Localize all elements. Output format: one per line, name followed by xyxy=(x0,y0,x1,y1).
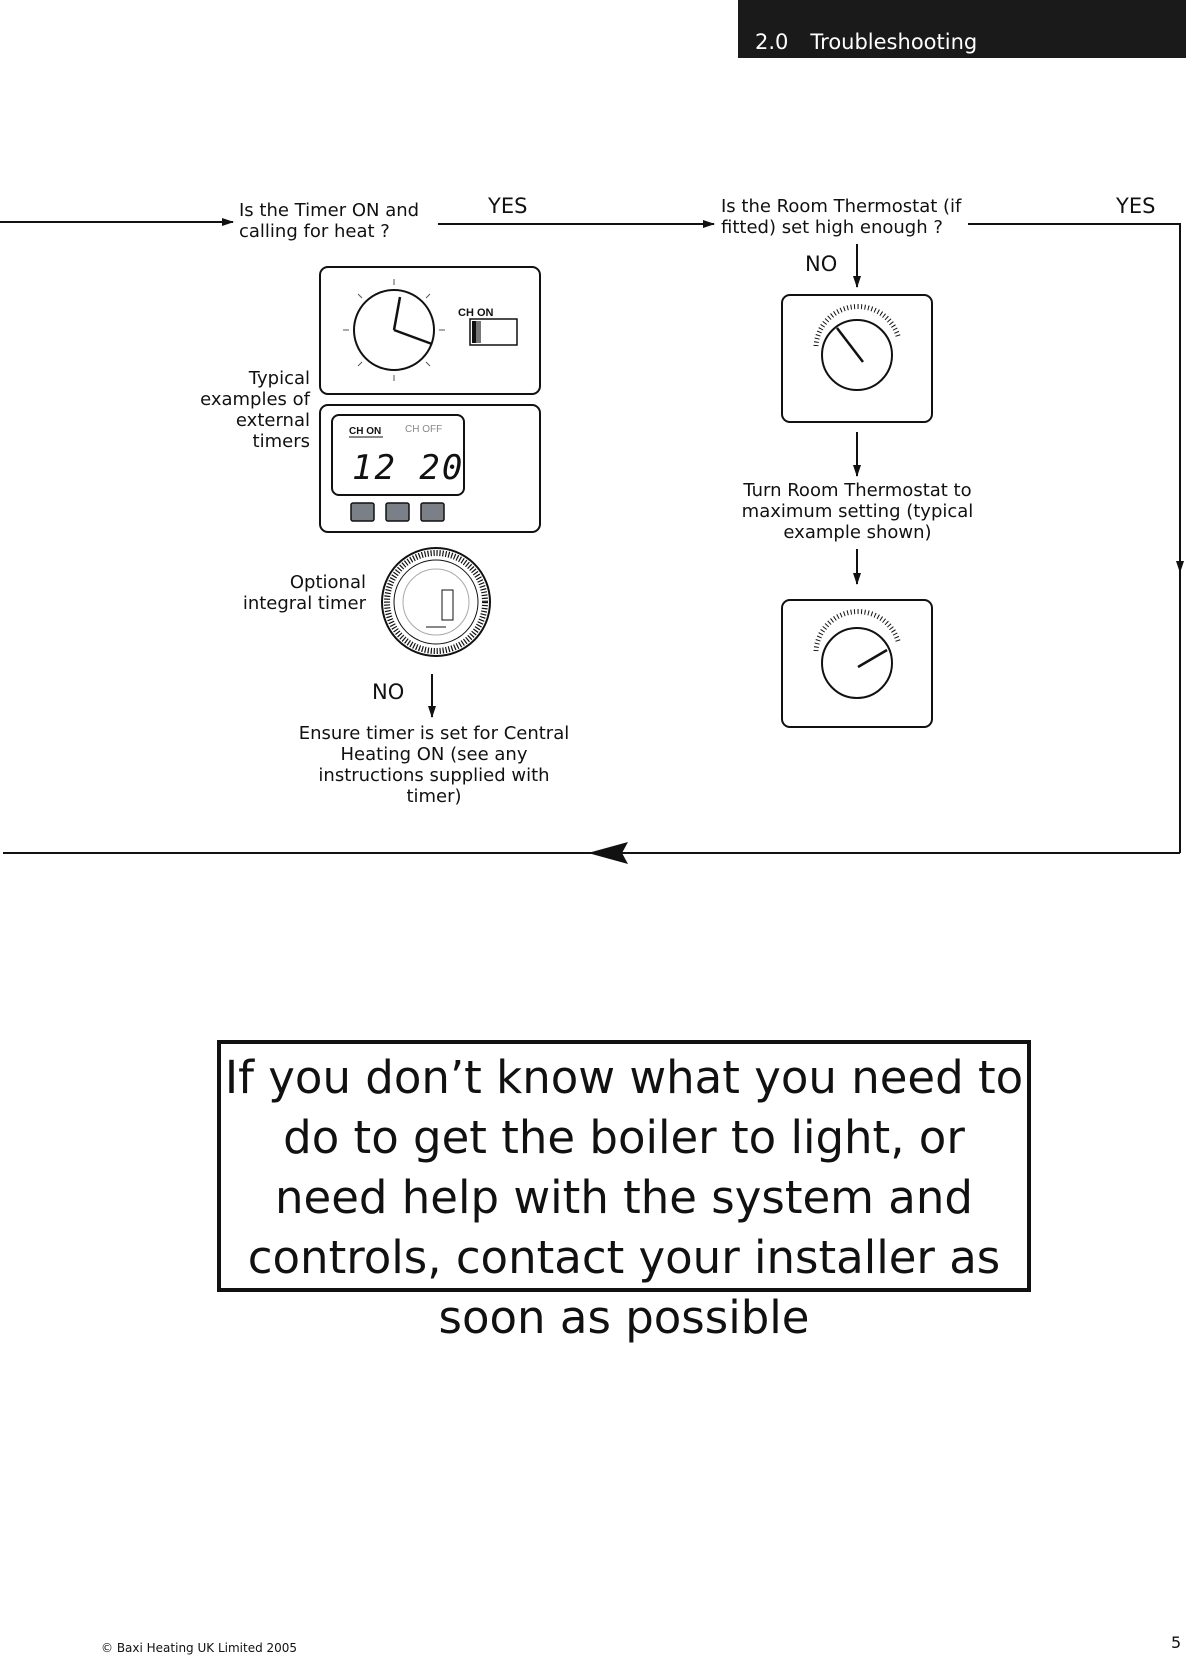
no-label-timer: NO xyxy=(372,680,405,704)
digital-timer: CH ON CH OFF 12 20 xyxy=(319,404,541,533)
section-number: 2.0 xyxy=(755,30,789,54)
integral-timer-dial xyxy=(381,547,491,657)
section-title: Troubleshooting xyxy=(810,30,978,54)
copyright: © Baxi Heating UK Limited 2005 xyxy=(101,1641,298,1655)
timer2-ch-on-label: CH ON xyxy=(349,426,381,437)
optional-timer-label: Optional integral timer xyxy=(242,572,366,614)
turn-thermostat-text: Turn Room Thermostat to maximum setting … xyxy=(741,480,974,543)
return-arrowhead xyxy=(588,842,628,864)
thermostat-question: Is the Room Thermostat (if fitted) set h… xyxy=(721,196,962,238)
timer2-display: 12 20 xyxy=(352,448,464,488)
no-label-thermostat: NO xyxy=(805,252,838,276)
yes-label-1: YES xyxy=(488,194,528,218)
notice-box: If you don’t know what you need to do to… xyxy=(217,1040,1031,1344)
thermostat-current xyxy=(781,294,933,423)
thermostat-maximum xyxy=(781,599,933,728)
timer2-ch-off-label: CH OFF xyxy=(405,424,442,435)
section-header: 2.0 Troubleshooting xyxy=(738,0,1186,58)
timer1-switch-label: CH ON xyxy=(458,307,494,319)
timer2-button-2 xyxy=(385,502,410,522)
page-number: 5 xyxy=(1171,1633,1182,1652)
yes-label-2: YES xyxy=(1116,194,1156,218)
yes-path-2 xyxy=(968,223,1181,853)
analog-timer: CH ON xyxy=(319,266,541,395)
timer2-button-1 xyxy=(350,502,375,522)
timer2-button-3 xyxy=(420,502,445,522)
typical-timers-label: Typical examples of external timers xyxy=(200,368,310,452)
timer-question: Is the Timer ON and calling for heat ? xyxy=(239,200,420,242)
ensure-timer-text: Ensure timer is set for Central Heating … xyxy=(298,723,570,807)
